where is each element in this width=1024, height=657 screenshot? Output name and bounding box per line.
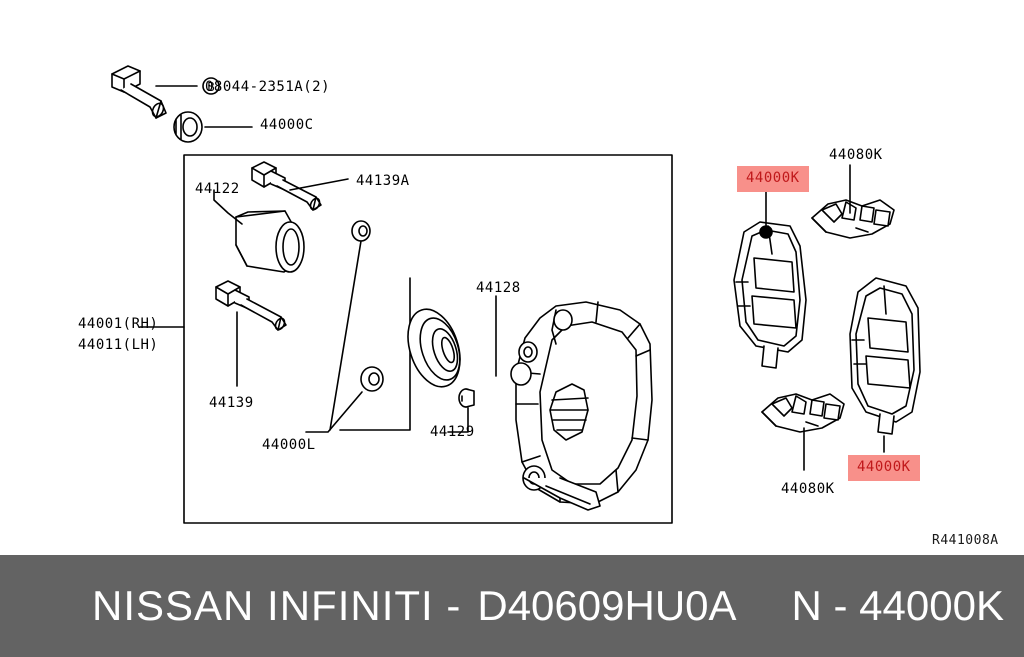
caliper-assembly-lh: 44011(LH) (78, 337, 159, 353)
svg-text:B: B (207, 80, 214, 94)
brake-pad-inner-icon (733, 221, 807, 369)
label-44000C: 44000C (260, 117, 314, 133)
banner-code: N - 44000K (791, 582, 1004, 629)
boot-44122-icon (235, 210, 305, 273)
label-44080K-bot: 44080K (781, 481, 835, 497)
seal-44128-icon (407, 308, 461, 388)
diagram-reference-code: R441008A (932, 533, 999, 548)
seal-44000L-icon-a (351, 220, 371, 242)
seal-44000L-icon-b (360, 366, 384, 392)
pin-44139-icon (215, 280, 287, 331)
leader-44122 (213, 189, 243, 225)
banner-part-number: D40609HU0A (477, 582, 737, 629)
clip-44080K-upper-icon (811, 199, 895, 239)
brand-banner: NISSAN INFINITI - D40609HU0A N - 44000K (0, 555, 1024, 657)
label-44139A: 44139A (356, 173, 410, 189)
screw-44129-icon (458, 388, 475, 408)
label-44080K-top: 44080K (829, 147, 883, 163)
caliper-body-icon (510, 301, 653, 511)
label-44000K-bot: 44000K (848, 455, 920, 481)
banner-brand-text: NISSAN INFINITI - (92, 582, 462, 629)
leader-44129 (447, 407, 469, 433)
bolt-08044-icon (111, 65, 167, 119)
clip-44080K-lower-icon (761, 393, 845, 433)
label-44000L: 44000L (262, 437, 316, 453)
caliper-assembly-rh: 44001(RH) (78, 316, 159, 332)
label-44129: 44129 (430, 424, 475, 440)
label-44139: 44139 (209, 395, 254, 411)
label-44000K-top: 44000K (737, 166, 809, 192)
label-44128: 44128 (476, 280, 521, 296)
label-44122: 44122 (195, 181, 240, 197)
washer-44000C-icon (173, 111, 203, 143)
leader-44000L-a (305, 391, 363, 433)
leader-44000L-b (329, 240, 362, 431)
pin-44139A-icon (251, 161, 322, 211)
label-caliper-assembly: 44001(RH) 44011(LH) (78, 314, 158, 356)
circled-b-symbol (202, 77, 220, 95)
brake-pad-outer-icon (849, 277, 921, 435)
label-bolt-spec: 08044-2351A(2) (205, 79, 331, 95)
leader-44139A (289, 178, 349, 191)
